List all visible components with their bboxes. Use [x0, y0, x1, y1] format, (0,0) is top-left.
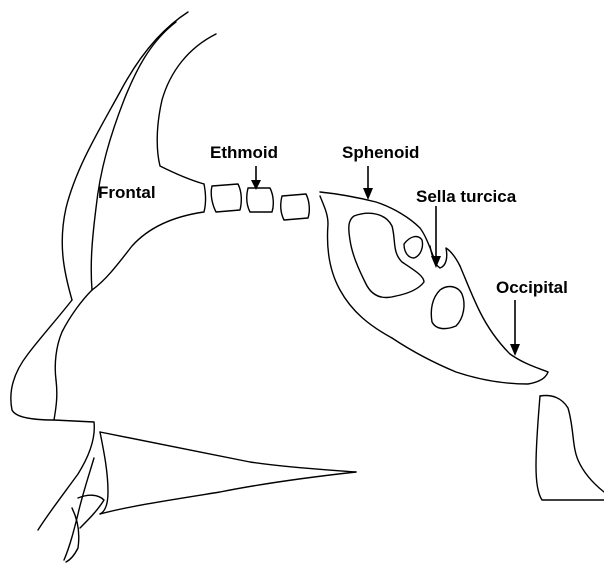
nasion-contour [11, 300, 72, 420]
ethmoid-cell-2 [247, 188, 274, 212]
sphenoid-anterior-wall [320, 196, 392, 338]
ethmoid-cell-1 [211, 184, 241, 212]
anterior-clinoid [404, 237, 423, 258]
sphenoid-arrow [363, 166, 373, 200]
sphenoid-lower-contour [392, 338, 548, 384]
forehead-outer-contour [62, 12, 188, 300]
occipital-lower [536, 396, 604, 500]
maxilla-front-contour [100, 432, 108, 514]
label-ethmoid: Ethmoid [210, 143, 278, 162]
nasal-bridge-inner [54, 380, 57, 420]
ethmoid-cell-3 [281, 194, 310, 220]
nasal-bridge-contour [55, 290, 92, 380]
cranial-inner-contour [157, 34, 216, 184]
nose-region [38, 420, 356, 562]
occipital-bone [536, 396, 604, 501]
palate-upper-contour [100, 432, 356, 472]
sphenoid-posterior-cell [431, 287, 464, 329]
ethmoid-arrow [251, 166, 261, 190]
palate-lower-contour [100, 472, 356, 514]
sphenoid-sinus [349, 213, 424, 297]
label-sphenoid: Sphenoid [342, 143, 419, 162]
label-occipital: Occipital [496, 278, 568, 297]
ethmoid-bone [211, 184, 309, 220]
nasal-bone-contour [38, 420, 94, 530]
occipital-arrow [510, 300, 520, 356]
occipital-condyle [540, 396, 604, 493]
forehead-inner-contour [91, 22, 176, 290]
frontal-bone [11, 12, 216, 420]
label-frontal: Frontal [98, 183, 156, 202]
sella-turcica-arrow [431, 206, 441, 268]
label-sella-turcica: Sella turcica [416, 187, 517, 206]
